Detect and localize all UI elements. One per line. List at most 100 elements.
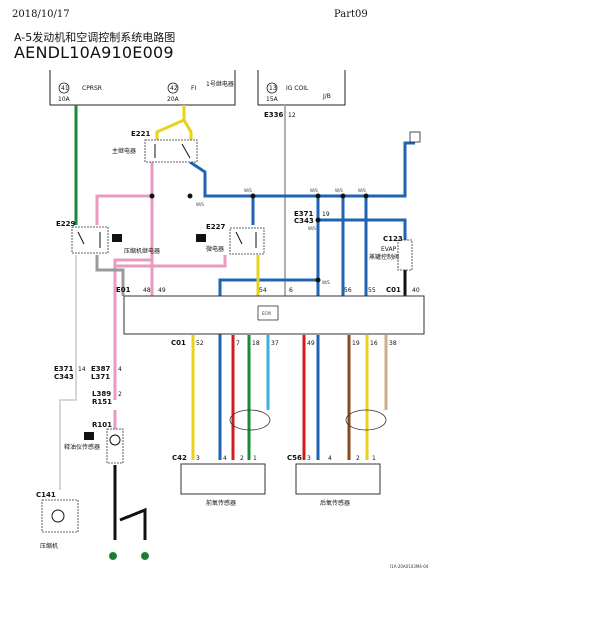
fuse-41-name: CPRSR [82, 85, 102, 92]
compressor-clutch-icon [51, 509, 65, 523]
connector-c56: C56 [287, 454, 302, 462]
rear-o2-sensor-box [295, 463, 381, 495]
ground-16-icon [141, 552, 149, 560]
pin-c42-4: 4 [223, 455, 227, 462]
wire-blue-evap [318, 218, 407, 240]
svg-text:W/S: W/S [308, 226, 316, 231]
pin-e01-55: 55 [368, 287, 376, 294]
wire-pink-micro [115, 255, 227, 268]
pin-c01-7: 7 [236, 340, 240, 347]
svg-text:W/S: W/S [335, 188, 343, 193]
pin-e371-top: 19 [322, 211, 330, 218]
connector-e387: E387 [91, 365, 111, 373]
pin-c56-1: 1 [372, 455, 376, 462]
shield-front [229, 409, 271, 431]
compressor-label: 压缩机 [40, 542, 58, 550]
fuse-42-name: FI [191, 85, 196, 92]
pin-c56-2: 2 [356, 455, 360, 462]
wire-gray-comp [95, 255, 125, 296]
connector-e01: E01 [116, 286, 131, 294]
rear-o2-label: 后氧传感器 [320, 499, 350, 507]
ground-15-label: 15 [110, 554, 116, 559]
pin-c42-2: 2 [240, 455, 244, 462]
pin-c01-37: 37 [271, 340, 279, 347]
ground-15-icon [109, 552, 117, 560]
pin-e01-48: 48 [143, 287, 151, 294]
pressure-gauge-icon [109, 434, 121, 446]
fuse-41-amp: 10A [58, 96, 71, 103]
fuse-box-right [257, 70, 346, 106]
main-relay-label: 主继电器 [112, 147, 136, 155]
pin-e01-56: 56 [344, 287, 352, 294]
pin-e371-left: 14 [78, 366, 86, 373]
svg-text:W/S: W/S [244, 188, 252, 193]
pin-e01-49: 49 [158, 287, 166, 294]
fuse-13-number: 13 [269, 85, 277, 92]
fuse-box-left [49, 70, 236, 106]
connector-e221: E221 [131, 130, 151, 138]
front-o2-label: 前氧传感器 [206, 499, 236, 507]
comp-relay-box [71, 226, 109, 254]
connector-r101: R101 [92, 421, 112, 429]
main-relay-box [144, 139, 198, 163]
connector-c01-right: C01 [386, 286, 401, 294]
fuse-42-number: 42 [170, 85, 178, 92]
pin-c01-49: 49 [307, 340, 315, 347]
relay1-box-label: 1号继电器 [206, 80, 234, 88]
svg-text:W/S: W/S [322, 280, 330, 285]
ws-labels: W/S W/S W/S W/S W/S W/S W/S [196, 188, 366, 285]
fuse-42-icon [167, 82, 179, 94]
pin-l389: 2 [118, 391, 122, 398]
fuse-13-amp: 15A [266, 96, 279, 103]
ecm-label: ECM [262, 311, 271, 316]
wire-black-ground-2 [119, 507, 147, 540]
engine-icon [196, 234, 206, 242]
jb-label: J/B [322, 93, 331, 100]
connector-c141: C141 [36, 491, 56, 499]
pin-c56-3: 3 [307, 455, 311, 462]
wire-pink [95, 162, 154, 400]
pin-c42-3: 3 [196, 455, 200, 462]
pin-e01-54: 54 [259, 287, 267, 294]
splice-dots [149, 193, 369, 283]
fuel-sensor-label: 释油仪传感器 [64, 443, 100, 451]
connector-c343-top: C343 [294, 217, 314, 225]
connector-r151: R151 [92, 398, 112, 406]
wire-gray-compressor [59, 255, 77, 490]
pin-c01-18: 18 [252, 340, 260, 347]
ground-symbol-icon [409, 131, 421, 143]
pin-c01-38: 38 [389, 340, 397, 347]
compressor-box [41, 499, 79, 533]
micro-relay-label: 微电器 [206, 245, 224, 253]
front-o2-sensor-box [180, 463, 266, 495]
ground-16-label: 16 [142, 554, 148, 559]
connector-e227: E227 [206, 223, 226, 231]
engine-icon-2 [84, 432, 94, 440]
fuse-13-name: IG COIL [286, 85, 309, 92]
evap-label: EVAP [381, 246, 397, 253]
evap-valve-box [397, 239, 413, 271]
pin-e387: 4 [118, 366, 122, 373]
connector-c343-left: C343 [54, 373, 74, 381]
svg-text:W/S: W/S [310, 188, 318, 193]
connector-c42: C42 [172, 454, 187, 462]
fuse-41-icon [58, 82, 70, 94]
wire-blue-bus [189, 141, 415, 198]
fuse-13-icon [266, 82, 278, 94]
footer-code: I1A-20A0103M4-04 [390, 564, 429, 569]
evap-valve-label: 蒸罐控制阀 [369, 253, 399, 261]
comp-relay-label: 压缩机继电器 [124, 247, 160, 255]
header-date: 2018/10/17 [12, 9, 70, 20]
diagram-code: AENDL10A910E009 [14, 43, 174, 62]
diagram-title: A-5发动机和空调控制系统电路图 [14, 31, 176, 44]
wire-yellow-main [155, 105, 193, 142]
svg-text:W/S: W/S [196, 202, 204, 207]
pin-e336: 12 [288, 112, 296, 119]
connector-l371: L371 [91, 373, 110, 381]
pin-c56-4: 4 [328, 455, 332, 462]
fuse-42-amp: 20A [167, 96, 180, 103]
pin-c01-16: 16 [370, 340, 378, 347]
connector-e371-top: E371 [294, 210, 314, 218]
wire-blue-front [218, 278, 318, 460]
